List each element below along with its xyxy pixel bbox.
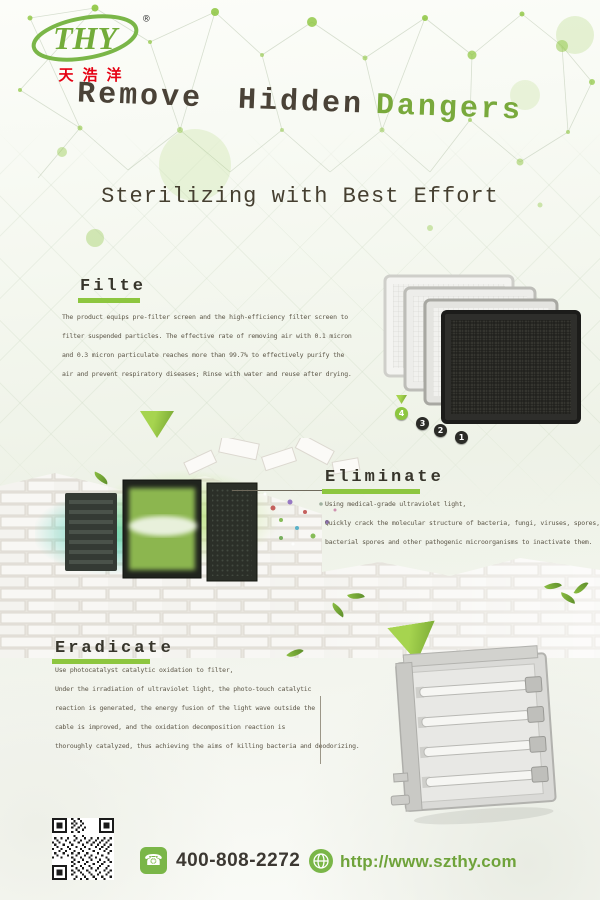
brand-chinese-name: 天浩洋 <box>58 66 131 84</box>
qr-code <box>52 818 114 880</box>
brand-logo: THY ® 天浩洋 <box>25 8 157 96</box>
body-line: bacterial spores and other pathogenic mi… <box>325 538 593 546</box>
eliminate-title-underline <box>322 489 420 494</box>
filter-layer-badge-2: 2 <box>434 424 447 437</box>
filter-layer-badge-3: 3 <box>416 417 429 430</box>
body-line: and 0.3 micron particulate reaches more … <box>62 351 345 359</box>
body-line: The product equips pre-filter screen and… <box>62 313 348 321</box>
body-line: Under the irradiation of ultraviolet lig… <box>55 685 312 693</box>
body-line: cable is improved, and the oxidation dec… <box>55 723 286 731</box>
hero-subtitle: Sterilizing with Best Effort <box>101 184 499 209</box>
hero-title-green: Dangers <box>375 88 524 129</box>
green-arrow-icon <box>396 395 407 404</box>
website-link[interactable]: http://www.szthy.com <box>340 852 517 871</box>
phone-icon: ☎ <box>140 847 167 874</box>
body-line: air and prevent respiratory diseases; Ri… <box>62 370 352 378</box>
uv-lamp-device-image <box>390 645 557 825</box>
body-line: thoroughly catalyzed, thus achieving the… <box>55 742 360 750</box>
filter-title-underline <box>78 298 140 303</box>
registered-mark: ® <box>143 12 150 25</box>
logo-swoosh-icon: THY ® <box>31 12 150 62</box>
section-title-eradicate: Eradicate <box>55 639 174 658</box>
eradicate-title-underline <box>52 659 150 664</box>
green-arrow-icon <box>140 411 174 438</box>
section-title-eliminate: Eliminate <box>325 468 444 487</box>
filter-body: The product equips pre-filter screen and… <box>62 313 352 389</box>
phone-number: 400-808-2272 <box>176 850 301 871</box>
body-line: reaction is generated, the energy fusion… <box>55 704 315 712</box>
section-title-filter: Filte <box>80 277 147 296</box>
filter-layer-badge-1: 1 <box>455 431 468 444</box>
body-line: Using medical-grade ultraviolet light, <box>325 500 467 508</box>
body-line: filter suspended particles. The effectiv… <box>62 332 352 340</box>
globe-icon <box>309 849 333 873</box>
network-pattern <box>18 4 595 247</box>
brand-name: THY <box>53 20 119 56</box>
connector-line <box>320 696 321 764</box>
body-line: Quickly crack the molecular structure of… <box>325 519 600 527</box>
eradicate-body: Use photocatalyst catalytic oxidation to… <box>55 666 360 761</box>
sterilizer-machine-image <box>35 438 361 582</box>
filter-layers-image <box>383 274 581 424</box>
eliminate-body: Using medical-grade ultraviolet light, Q… <box>325 500 600 557</box>
body-line: Use photocatalyst catalytic oxidation to… <box>55 666 234 674</box>
connector-line <box>232 490 322 491</box>
filter-layer-badge-4: 4 <box>395 407 408 420</box>
